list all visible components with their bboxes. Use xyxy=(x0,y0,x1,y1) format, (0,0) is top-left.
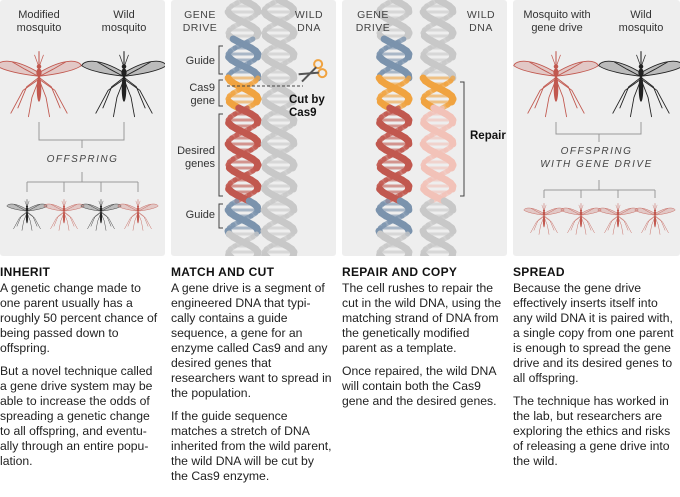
connector-line xyxy=(599,122,642,135)
wild-dna-strand xyxy=(260,0,298,256)
inherit-paragraph: But a novel technique called a gene driv… xyxy=(0,364,153,468)
inherit-heading: INHERIT xyxy=(0,265,51,279)
bracket-line xyxy=(218,45,223,75)
repair-copy-paragraph: The cell rushes to repair the cut in the… xyxy=(342,281,502,355)
spread-heading: SPREAD xyxy=(513,265,565,279)
desired-genes-label: Desired genes xyxy=(177,145,215,170)
match-cut-heading: MATCH AND CUT xyxy=(171,265,275,279)
wild-mosquito-icon xyxy=(81,51,165,118)
modified-mosquito-label: Modified mosquito xyxy=(16,9,62,34)
match-cut-paragraph: A gene drive is a segment of engineered … xyxy=(171,281,332,400)
panel-repair-and-copy: GENE DRIVE WILD DNA Repair xyxy=(342,0,507,256)
cut-by-cas9-label: Cut by Cas9 xyxy=(289,94,325,119)
repair-copy-heading: REPAIR AND COPY xyxy=(342,265,458,279)
offspring-mosquito-icon xyxy=(6,199,48,231)
scissors-icon xyxy=(298,59,328,83)
gene-drive-column-label: GENE DRIVE xyxy=(182,9,218,34)
panel-match-and-cut: GENE DRIVE WILD DNA Guide Cas9 gene Desi… xyxy=(171,0,336,256)
panel-spread: Mosquito with gene drive Wild mosquito O… xyxy=(513,0,680,256)
offspring-with-gene-drive-label: OFFSPRING WITH GENE DRIVE xyxy=(540,146,653,170)
mosquito-with-gene-drive-label: Mosquito with gene drive xyxy=(523,9,591,34)
spread-paragraph: Because the gene drive effectively inser… xyxy=(513,281,674,385)
wild-dna-column-label: WILD DNA xyxy=(294,9,324,34)
connector-line xyxy=(82,122,125,141)
connector-line xyxy=(38,122,82,141)
offspring-gene-drive-mosquito-icon xyxy=(523,203,565,235)
offspring-mosquito-icon xyxy=(43,199,85,231)
offspring-mosquito-icon xyxy=(117,199,159,231)
inherit-text: A genetic change made to one parent usua… xyxy=(0,281,162,477)
wild-mosquito-label: Wild mosquito xyxy=(618,9,664,34)
gene-drive-column-label: GENE DRIVE xyxy=(355,9,391,34)
inherit-paragraph: A genetic change made to one parent usua… xyxy=(0,281,158,355)
gene-drive-dna-strand xyxy=(375,0,413,256)
offspring-label: OFFSPRING xyxy=(46,154,119,165)
wild-dna-column-label: WILD DNA xyxy=(466,9,496,34)
bracket-line xyxy=(218,79,223,107)
guide-bottom-label: Guide xyxy=(185,209,215,221)
spread-paragraph: The technique has worked in the lab, but… xyxy=(513,394,671,468)
bracket-line xyxy=(218,203,223,229)
inherit-illustration xyxy=(0,51,165,231)
connector-line xyxy=(555,122,599,135)
wild-mosquito-icon xyxy=(598,51,680,118)
repair-copy-paragraph: Once repaired, the wild DNA will contain… xyxy=(342,364,497,408)
modified-mosquito-icon xyxy=(0,51,82,118)
offspring-gene-drive-mosquito-icon xyxy=(597,203,639,235)
panel-inherit: Modified mosquito Wild mosquito OFFSPRIN… xyxy=(0,0,165,256)
cas9-gene-label: Cas9 gene xyxy=(189,82,215,107)
repair-dna-illustration xyxy=(375,0,465,256)
repair-bracket-line xyxy=(460,81,465,197)
offspring-gene-drive-mosquito-icon xyxy=(634,203,676,235)
offspring-gene-drive-mosquito-icon xyxy=(560,203,602,235)
bracket-line xyxy=(218,113,223,197)
guide-top-label: Guide xyxy=(185,55,215,67)
match-cut-dna-illustration xyxy=(218,0,328,256)
repair-label: Repair xyxy=(470,130,506,142)
offspring-mosquito-icon xyxy=(80,199,122,231)
spread-illustration xyxy=(513,51,680,235)
repair-copy-text: The cell rushes to repair the cut in the… xyxy=(342,281,504,417)
repaired-wild-dna-strand xyxy=(419,0,457,256)
match-cut-text: A gene drive is a segment of engineered … xyxy=(171,281,333,492)
spread-text: Because the gene drive effectively inser… xyxy=(513,281,675,477)
match-cut-paragraph: If the guide sequence matches a stretch … xyxy=(171,409,332,483)
gene-drive-dna-strand xyxy=(224,0,262,256)
wild-mosquito-label: Wild mosquito xyxy=(101,9,147,34)
gene-drive-mosquito-icon xyxy=(513,51,599,118)
